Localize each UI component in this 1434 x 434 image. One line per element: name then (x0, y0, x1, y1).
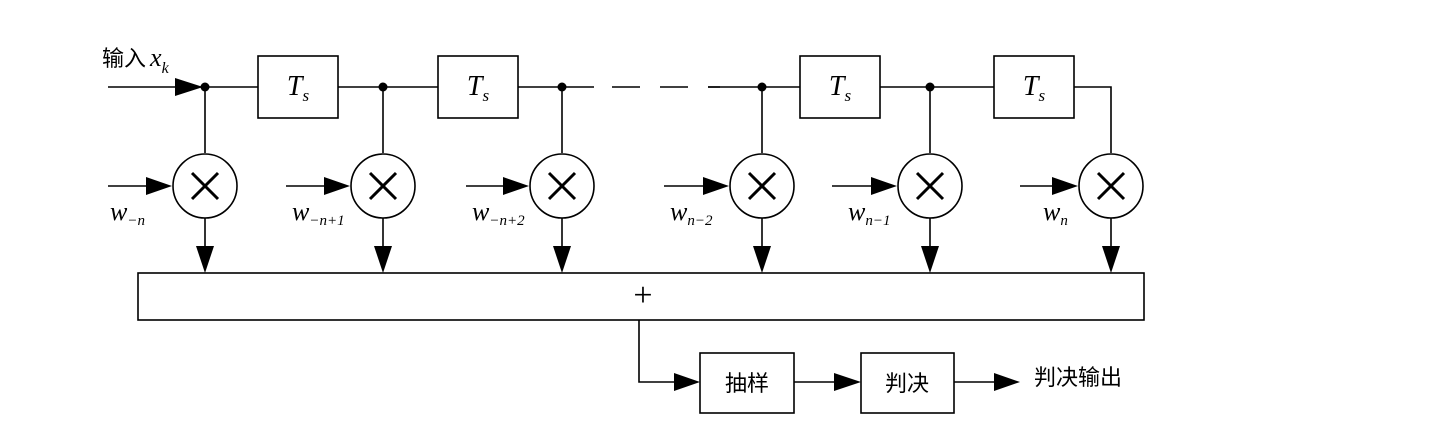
svg-text:wn−2: wn−2 (670, 197, 713, 229)
output-arrowhead (994, 373, 1020, 391)
tap-4: wn−2 (664, 87, 795, 273)
svg-text:w−n+1: w−n+1 (292, 197, 345, 229)
svg-text:w−n: w−n (110, 197, 145, 229)
sampler-box: 抽样 (699, 352, 795, 414)
sampler-input-arrowhead (674, 373, 700, 391)
tap-5: wn−1 (832, 87, 963, 273)
delay-box-4: Ts (993, 55, 1075, 119)
summer-symbol: + (633, 277, 652, 314)
tap-6: wn (1020, 153, 1144, 273)
delay-box-2: Ts (437, 55, 519, 119)
summer-box (137, 272, 1145, 321)
svg-text:判决: 判决 (885, 372, 929, 397)
decision-input-arrowhead (834, 373, 861, 391)
tap-2: w−n+1 (286, 87, 416, 273)
svg-text:wn: wn (1043, 197, 1068, 229)
delay-box-1: Ts (257, 55, 339, 119)
svg-text:wn−1: wn−1 (848, 197, 890, 229)
tap-3: w−n+2 (466, 87, 595, 273)
summer-output-line (638, 320, 680, 383)
svg-text:w−n+2: w−n+2 (472, 197, 525, 229)
decision-box: 判决 (860, 352, 955, 414)
tap-1: w−n (108, 87, 238, 273)
svg-text:抽样: 抽样 (725, 372, 769, 397)
svg-text:Ts: Ts (287, 71, 310, 105)
svg-text:Ts: Ts (829, 71, 852, 105)
delay-line-end (1074, 86, 1112, 153)
svg-text:Ts: Ts (467, 71, 490, 105)
delay-box-3: Ts (799, 55, 881, 119)
output-label: 判决输出 (1034, 366, 1122, 391)
svg-text:Ts: Ts (1023, 71, 1046, 105)
input-arrowhead (175, 78, 203, 96)
